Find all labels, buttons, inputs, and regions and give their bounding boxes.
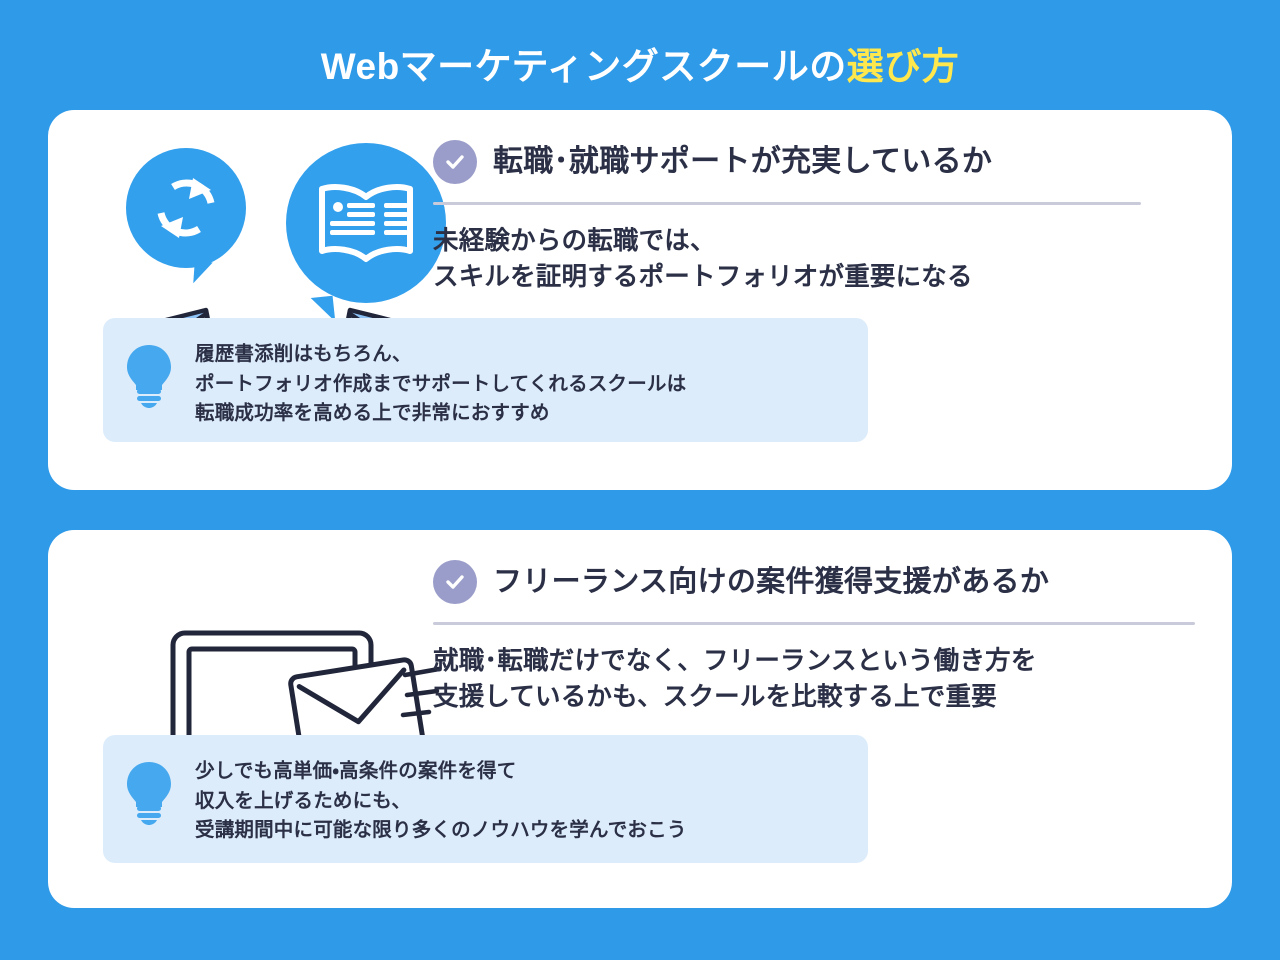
page-title: Webマーケティングスクールの選び方 (0, 36, 1280, 90)
page-title-accent: 選び方 (846, 46, 960, 87)
card-body-text: 就職･転職だけでなく、フリーランスという働き方を 支援しているかも、スクールを比… (433, 647, 1037, 712)
refresh-arrows-speech-bubble-icon (126, 148, 246, 285)
check-circle-icon (433, 560, 477, 604)
lightbulb-icon (123, 338, 177, 408)
tip-box: 少しでも高単価・高条件の案件を得て 収入を上げるためにも、 受講期間中に可能な限… (103, 735, 868, 863)
speech-bubble-group (48, 110, 446, 325)
page-title-main: Webマーケティングスクールの (320, 46, 847, 87)
motion-lines (400, 666, 442, 718)
open-book-icon (319, 184, 413, 262)
lightbulb-icon (123, 755, 177, 825)
card-transfer-support: 転職･就職サポートが充実しているか 未経験からの転職では、 スキルを証明するポー… (48, 110, 1232, 490)
tip-text: 履歴書添削はもちろん、 ポートフォリオ作成までサポートしてくれるスクールは 転職… (195, 343, 687, 425)
card-heading-row: フリーランス向けの案件獲得支援があるか (433, 558, 1204, 606)
tip-text: 少しでも高単価・高条件の案件を得て 収入を上げるためにも、 受講期間中に可能な限… (195, 760, 687, 842)
refresh-arrows-icon (157, 178, 215, 238)
card-freelance-support: フリーランス向けの案件獲得支援があるか 就職･転職だけでなく、フリーランスという… (48, 530, 1232, 908)
heading-divider (433, 622, 1195, 625)
card-heading: 転職･就職サポートが充実しているか (493, 145, 993, 178)
open-book-speech-bubble-icon (286, 143, 446, 325)
card-heading: フリーランス向けの案件獲得支援があるか (493, 565, 1050, 598)
card-content: フリーランス向けの案件獲得支援があるか 就職･転職だけでなく、フリーランスという… (433, 530, 1232, 908)
card-heading-row: 転職･就職サポートが充実しているか (433, 138, 1204, 186)
tip-box: 履歴書添削はもちろん、 ポートフォリオ作成までサポートしてくれるスクールは 転職… (103, 318, 868, 442)
check-circle-icon (433, 140, 477, 184)
envelope-icon (288, 657, 425, 763)
card-body-text: 未経験からの転職では、 スキルを証明するポートフォリオが重要になる (433, 227, 973, 292)
heading-divider (433, 202, 1141, 205)
card-content: 転職･就職サポートが充実しているか 未経験からの転職では、 スキルを証明するポー… (433, 110, 1232, 490)
